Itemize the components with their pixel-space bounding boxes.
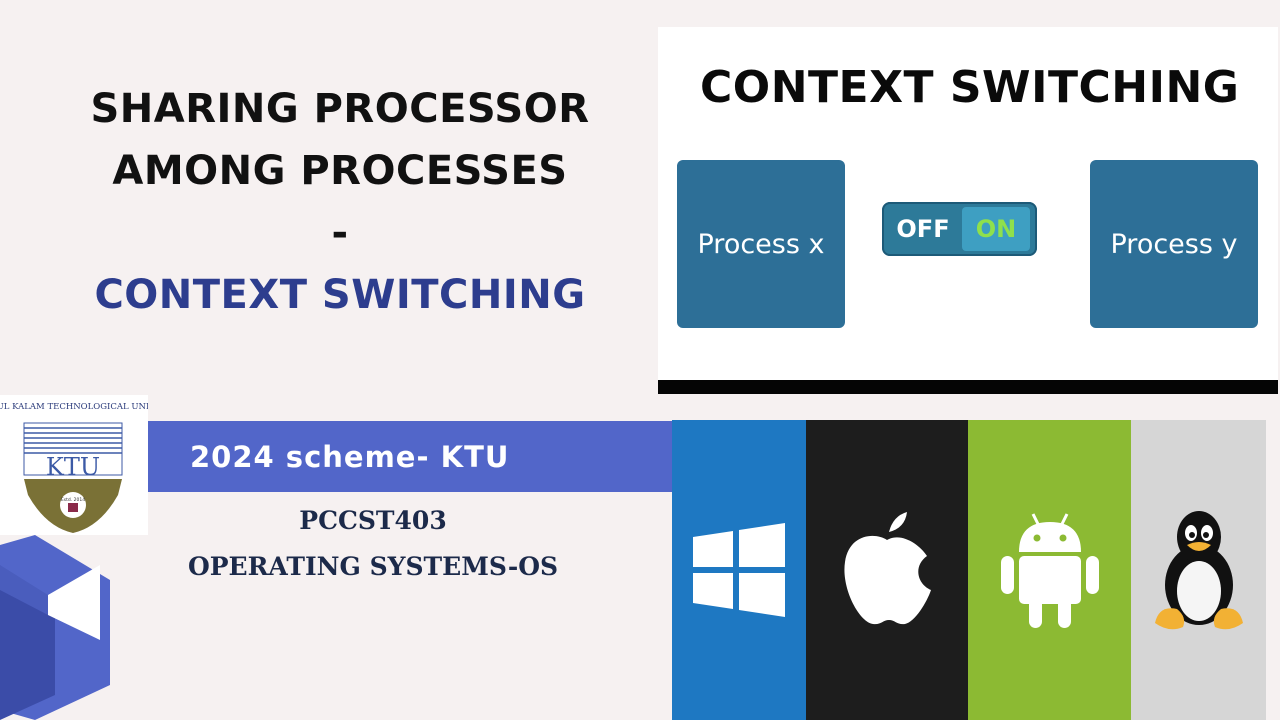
- diagram-card-divider: [658, 380, 1278, 394]
- diagram-title: CONTEXT SWITCHING: [700, 62, 1240, 113]
- toggle-off-label: OFF: [896, 215, 950, 243]
- logo-university-name: APJ ABDUL KALAM TECHNOLOGICAL UNIVERSITY: [0, 402, 148, 412]
- process-x-box: Process x: [677, 160, 845, 328]
- headline-accent: CONTEXT SWITCHING: [94, 272, 586, 318]
- linux-tile: [1131, 420, 1266, 720]
- process-y-box: Process y: [1090, 160, 1258, 328]
- headline: SHARING PROCESSOR AMONG PROCESSES - CONT…: [40, 78, 640, 326]
- course-code: PCCST403: [299, 506, 447, 535]
- scheme-banner: 2024 scheme- KTU: [148, 421, 672, 492]
- windows-tile: [672, 420, 806, 720]
- logo-seal: Estd. 2014: [61, 497, 85, 503]
- android-logo-icon: [1000, 513, 1099, 628]
- off-on-toggle-icon: OFF ON: [882, 202, 1037, 256]
- tile-edge-strip: [1266, 420, 1280, 720]
- toggle-on-label: ON: [962, 207, 1030, 251]
- windows-logo-icon: [693, 523, 785, 617]
- apple-tile: [806, 420, 968, 720]
- apple-logo-icon: [844, 512, 931, 625]
- process-y-label: Process y: [1110, 228, 1238, 260]
- android-tile: [968, 420, 1131, 720]
- headline-line-2: AMONG PROCESSES: [112, 148, 568, 194]
- logo-monogram: KTU: [46, 453, 100, 481]
- linux-tux-icon: [1154, 511, 1243, 630]
- scheme-label: 2024 scheme- KTU: [190, 439, 510, 474]
- course-info: PCCST403 OPERATING SYSTEMS-OS: [148, 498, 598, 590]
- decorative-hexagon-icon: [0, 535, 110, 720]
- ktu-emblem-icon: APJ ABDUL KALAM TECHNOLOGICAL UNIVERSITY…: [0, 402, 189, 533]
- process-x-label: Process x: [697, 228, 825, 260]
- headline-line-1: SHARING PROCESSOR: [90, 86, 590, 132]
- ktu-university-logo: APJ ABDUL KALAM TECHNOLOGICAL UNIVERSITY…: [0, 395, 189, 535]
- headline-dash: -: [331, 210, 349, 256]
- course-name: OPERATING SYSTEMS-OS: [187, 552, 559, 581]
